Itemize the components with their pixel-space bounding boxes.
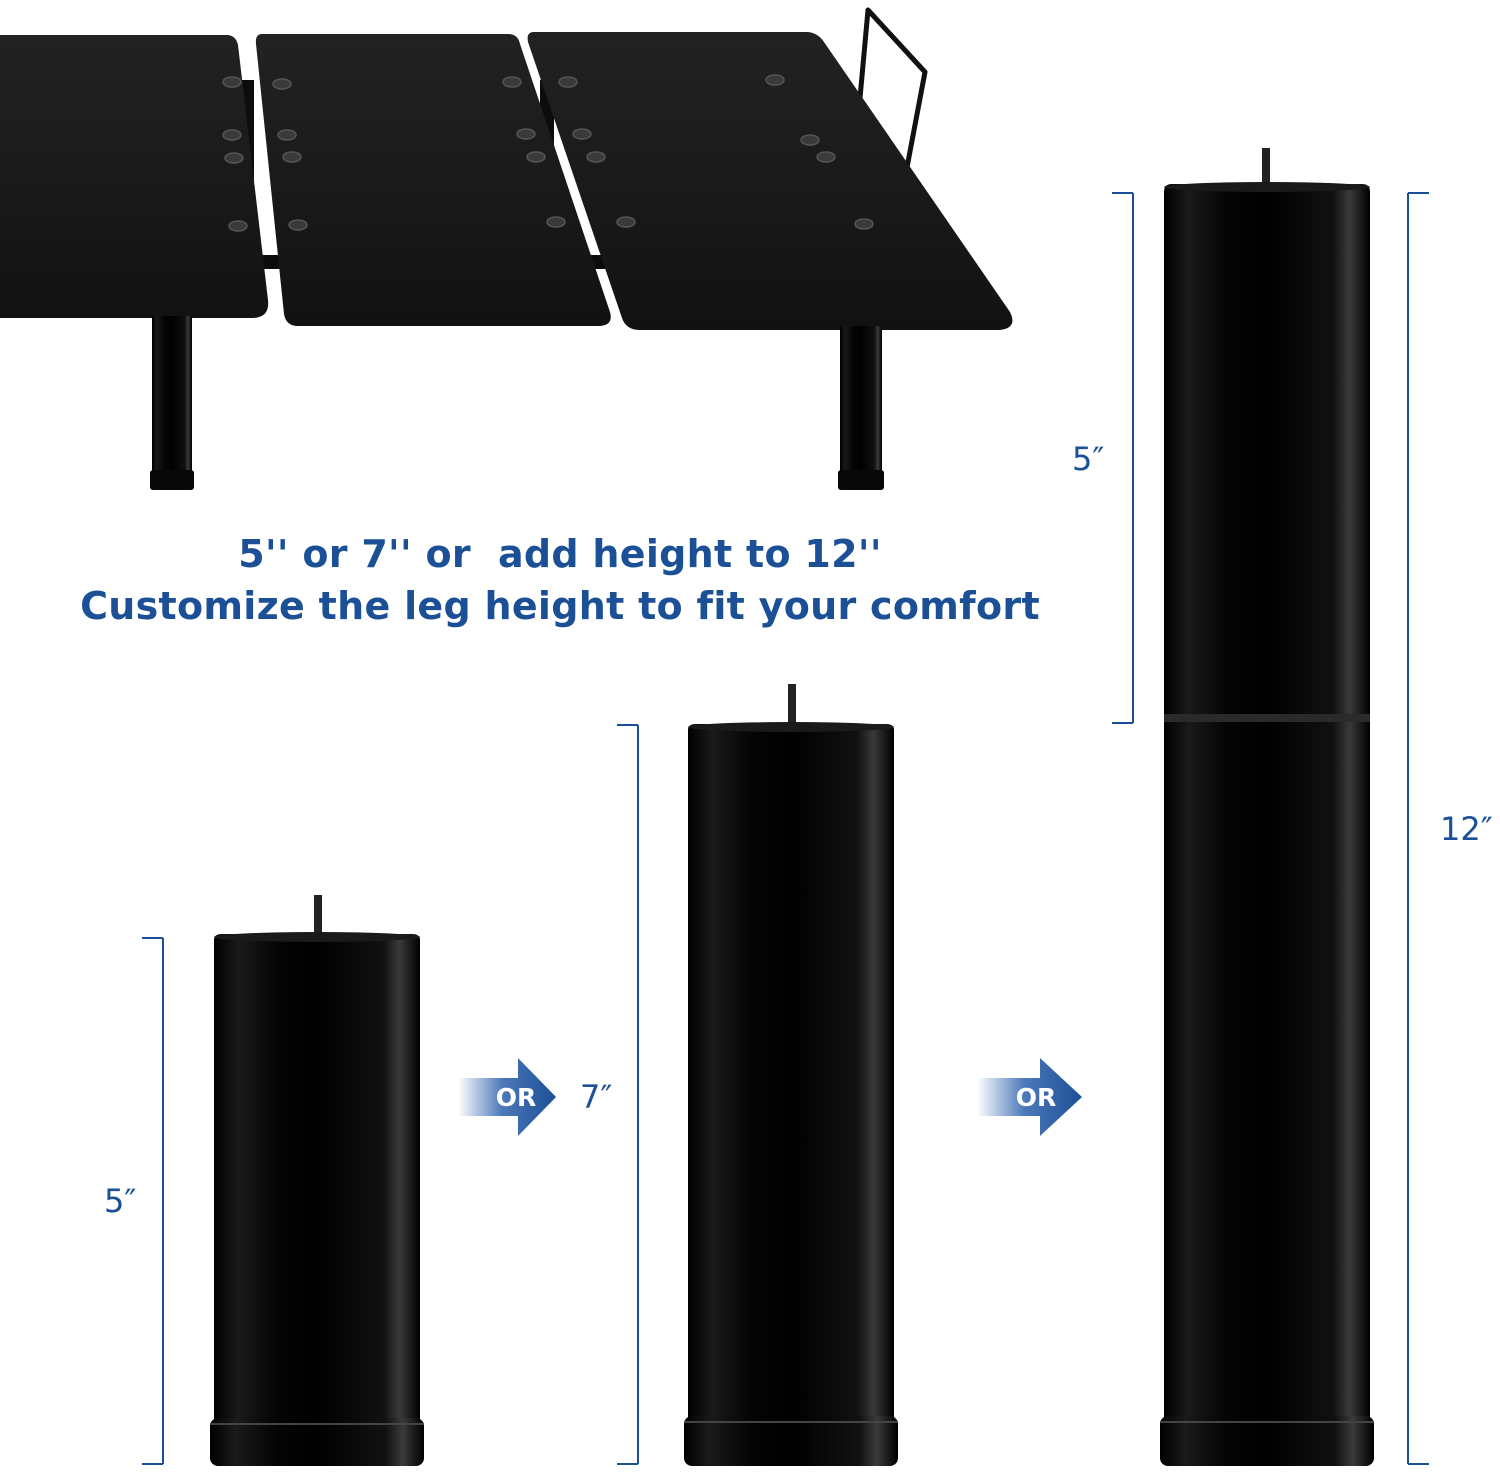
or-arrow-2-label: OR xyxy=(1016,1083,1057,1112)
bed-panel xyxy=(255,34,611,326)
threaded-bolt xyxy=(314,895,322,937)
extension-segment xyxy=(1164,184,1370,716)
dimension-line-12-inch xyxy=(1407,192,1429,1465)
threaded-bolt xyxy=(788,684,796,726)
threaded-bolt xyxy=(1262,148,1270,188)
bed-panel xyxy=(0,35,269,318)
dimension-label-upper-5-inch: 5″ xyxy=(1072,440,1105,478)
dimension-line-upper-5-inch xyxy=(1112,192,1134,724)
or-arrow-2: OR xyxy=(977,1058,1082,1136)
leg-5-inch xyxy=(210,895,424,1466)
dimension-label-7-inch: 7″ xyxy=(580,1078,613,1116)
headline-line-2: Customize the leg height to fit your com… xyxy=(80,584,1040,628)
or-arrow-1-label: OR xyxy=(496,1083,537,1112)
dimension-line-5-inch xyxy=(142,937,164,1465)
leg-7-inch xyxy=(684,684,898,1466)
adjustable-bed-base xyxy=(0,7,1013,490)
bed-leg xyxy=(150,316,194,490)
dimension-line-7-inch xyxy=(617,724,639,1465)
leg-foot-cap xyxy=(684,1416,898,1466)
bed-leg xyxy=(838,326,884,490)
dimension-label-12-inch: 12″ xyxy=(1440,810,1493,848)
panel-screws xyxy=(222,74,874,232)
dimension-label-5-inch: 5″ xyxy=(104,1182,137,1220)
leg-foot-cap xyxy=(1160,1416,1374,1466)
or-arrow-1: OR xyxy=(458,1058,556,1136)
headline-line-1: 5'' or 7'' or add height to 12'' xyxy=(238,532,882,576)
bed-panel xyxy=(527,32,1013,330)
base-segment xyxy=(1164,722,1370,1418)
leg-foot-cap xyxy=(210,1418,424,1466)
leg-12-inch xyxy=(1160,148,1374,1466)
